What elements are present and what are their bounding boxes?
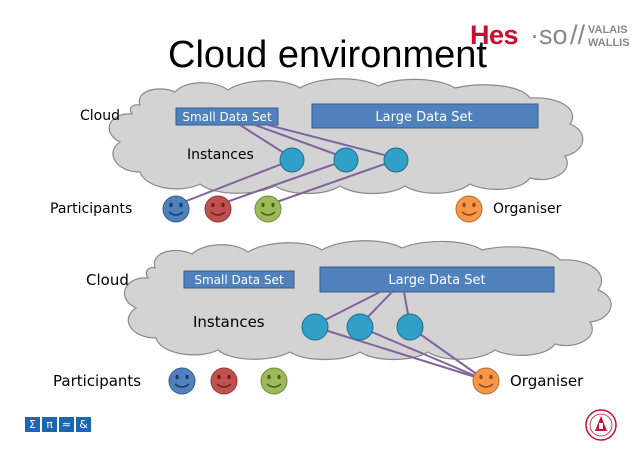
top-instance-1	[279, 147, 305, 173]
top-participant-blue-face	[162, 195, 190, 223]
logo-wallis-text: WALLIS	[588, 37, 630, 49]
top-participants-label: Participants	[50, 201, 133, 217]
ampersand-icon: &	[76, 417, 91, 432]
top-instances	[279, 147, 409, 173]
bottom-small-data-set-label: Small Data Set	[194, 273, 284, 287]
approx-icon: ≈	[59, 417, 74, 432]
bottom-large-data-set-label: Large Data Set	[388, 273, 485, 288]
hes-so-logo: Hes · so // VALAIS WALLIS	[470, 18, 630, 54]
bottom-instances	[301, 313, 424, 341]
top-cloud-shape	[108, 78, 584, 195]
top-participant-connectors	[175, 159, 397, 206]
logo-so-text: so	[539, 20, 568, 50]
bottom-cloud-shape	[124, 240, 612, 361]
sigma-icon: Σ	[25, 417, 40, 432]
logo-valais-text: VALAIS	[588, 24, 628, 36]
bottom-small-data-set-box	[183, 270, 295, 289]
bottom-instance-1	[301, 313, 329, 341]
pi-icon: π	[42, 417, 57, 432]
top-organiser-label: Organiser	[493, 201, 562, 217]
top-instance-3	[383, 147, 409, 173]
logo-slashes-text: //	[570, 20, 586, 50]
bottom-cloud-label: Cloud	[86, 271, 129, 289]
page-title: Cloud environment	[168, 34, 487, 76]
logo-dot-text: ·	[530, 20, 539, 50]
footer-icon-strip: Σ π ≈ &	[25, 417, 91, 432]
bottom-participant-green-face	[260, 367, 288, 395]
bottom-instance-2	[346, 313, 374, 341]
bottom-organiser-connectors	[314, 326, 486, 381]
top-large-data-set-box	[311, 103, 539, 129]
top-instance-2	[333, 147, 359, 173]
university-seal-icon	[585, 409, 617, 441]
bottom-large-data-set-box	[319, 266, 555, 293]
bottom-participant-blue-face	[168, 367, 196, 395]
top-small-data-set-box	[175, 107, 279, 126]
top-cloud-label: Cloud	[80, 108, 120, 124]
bottom-instance-3	[396, 313, 424, 341]
logo-hes-text: Hes	[470, 20, 519, 50]
bottom-instances-label: Instances	[193, 313, 265, 331]
top-instances-label: Instances	[187, 147, 254, 163]
top-participant-green-face	[254, 195, 282, 223]
bottom-organiser-face	[472, 367, 500, 395]
bottom-participants-label: Participants	[53, 372, 142, 390]
bottom-organiser-label: Organiser	[510, 372, 584, 390]
bottom-participant-red-face	[210, 367, 238, 395]
top-participant-red-face	[204, 195, 232, 223]
top-small-data-set-label: Small Data Set	[182, 110, 272, 124]
top-organiser-face	[455, 195, 483, 223]
top-large-data-set-label: Large Data Set	[375, 110, 472, 125]
